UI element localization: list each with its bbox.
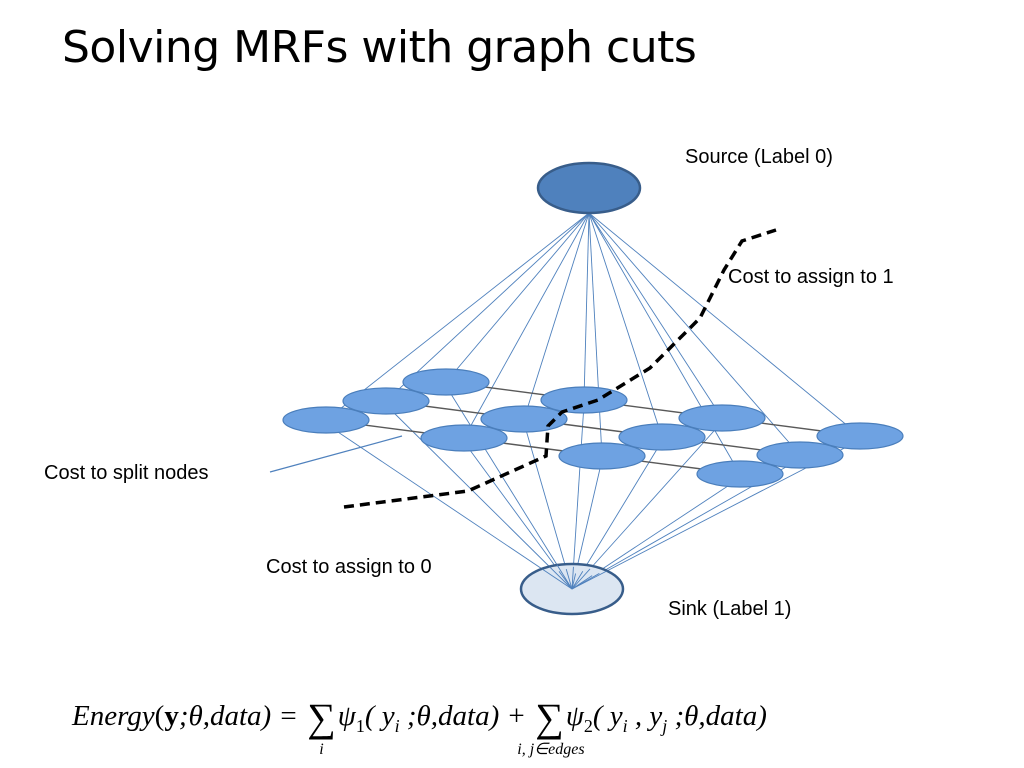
source-link-2-1	[583, 212, 590, 401]
formula-pair-args: ( y	[592, 700, 623, 732]
sink-link-inner-1-0	[549, 566, 573, 590]
sum-pairwise: ∑i, j∈edges	[517, 695, 585, 758]
formula-lhs-rest: ;θ,data) =	[178, 700, 306, 732]
source-link-1-0	[385, 212, 590, 402]
sink-link-inner-0-0	[542, 568, 573, 590]
source-link-1-2	[588, 212, 663, 438]
pixel-node-0-1	[420, 424, 508, 452]
formula-energy: Energy	[72, 700, 155, 732]
formula-pair-comma: , y	[627, 700, 663, 732]
source-link-0-0	[325, 212, 590, 421]
source-link-1-1	[523, 212, 590, 420]
pixel-node-1-2	[618, 423, 706, 451]
source-link-2-0	[445, 212, 590, 383]
formula-y-bold: y	[164, 700, 179, 732]
sink-link-inner-2-1	[571, 566, 574, 590]
formula-psi2-sub: 2	[583, 715, 593, 736]
source-link-0-1	[463, 212, 590, 439]
pixel-node-1-1	[480, 405, 568, 433]
sink-link-inner-1-2	[571, 571, 584, 590]
pixel-node-2-2	[678, 404, 766, 432]
sink-link-inner-2-2	[571, 568, 591, 590]
pixel-nodes	[282, 368, 904, 488]
sink-link-inner-1-1	[565, 568, 573, 590]
terminal-links	[325, 212, 861, 590]
pixel-node-0-0	[282, 406, 370, 434]
terminal-links-front	[542, 564, 607, 590]
formula-pair-yi-sub: i	[622, 715, 628, 736]
sink-link-inner-2-0	[556, 564, 573, 590]
formula-unary-rest: ;θ,data) +	[399, 700, 534, 732]
cost-split-label: Cost to split nodes	[44, 462, 209, 484]
source-link-2-3	[588, 212, 861, 437]
source-label: Source (Label 0)	[685, 146, 833, 168]
sink-link-2-0	[445, 385, 573, 590]
formula-yi-sub: i	[394, 715, 400, 736]
sum-unary-index: i	[319, 741, 324, 758]
source-link-1-3	[588, 212, 801, 456]
cost-split-pointer	[269, 435, 403, 473]
pixel-node-2-3	[816, 422, 904, 450]
pixel-node-0-3	[696, 460, 784, 488]
pixel-node-0-2	[558, 442, 646, 470]
pixel-node-1-0	[342, 387, 430, 415]
graph-cut-diagram	[269, 161, 904, 616]
formula-psi2: ψ	[565, 700, 584, 732]
pixel-node-2-0	[402, 368, 490, 396]
sink-link-2-1	[571, 403, 585, 590]
pixel-node-2-1	[540, 386, 628, 414]
formula-pair-rest: ;θ,data)	[667, 700, 767, 732]
sink-label: Sink (Label 1)	[668, 598, 792, 620]
source-link-0-2	[588, 212, 603, 457]
formula-psi1: ψ	[337, 700, 356, 732]
sink-link-0-0	[325, 423, 573, 590]
sink-link-2-2	[571, 421, 723, 590]
cut-line	[343, 228, 777, 509]
slide-title: Solving MRFs with graph cuts	[62, 22, 697, 73]
sink-link-1-0	[385, 404, 573, 590]
source-link-2-2	[588, 212, 723, 419]
sum-pairwise-index: i, j∈edges	[517, 741, 585, 758]
formula-unary-args: ( y	[364, 700, 395, 732]
formula-paren: (	[154, 700, 165, 732]
cost-assign-1-label: Cost to assign to 1	[728, 266, 894, 288]
sink-link-inner-2-3	[571, 570, 607, 590]
sink-link-1-1	[523, 422, 573, 590]
formula-psi1-sub: 1	[355, 715, 365, 736]
source-node	[536, 161, 642, 215]
formula-pair-yj-sub: j	[662, 715, 668, 736]
sum-unary: ∑i	[307, 695, 336, 758]
pixel-node-1-3	[756, 441, 844, 469]
cost-assign-0-label: Cost to assign to 0	[266, 556, 432, 578]
